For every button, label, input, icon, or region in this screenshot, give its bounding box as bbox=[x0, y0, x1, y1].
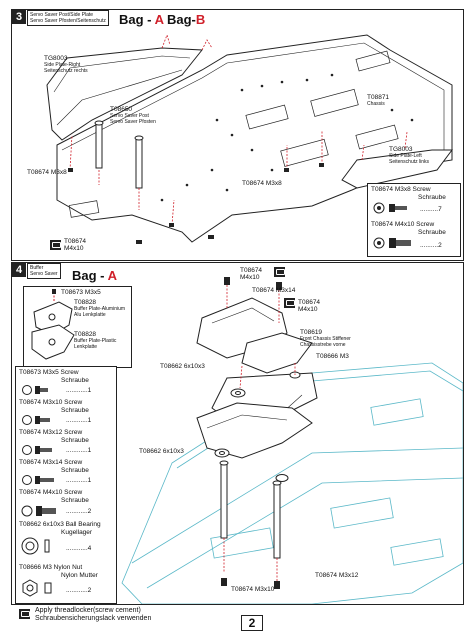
screw-m4x10-icon bbox=[373, 237, 411, 249]
part-name: T08674 M3x12 Screw bbox=[19, 429, 83, 436]
label-t08828-plastic: T08828 Buffer Plate-Plastic Lenkplatte bbox=[74, 331, 117, 350]
page-number: 2 bbox=[241, 615, 263, 631]
nylon-nut-icon bbox=[22, 579, 52, 597]
label-t08619: T08619 Front Chassis Stiffener Chassisst… bbox=[300, 329, 351, 348]
label-t08828-aluminium: T08828 Buffer Plate-Aluminium Alu Lenkpl… bbox=[74, 299, 126, 318]
part-name: T08674 M4x10 Screw bbox=[371, 221, 435, 228]
part-qty: ..........7 bbox=[420, 206, 442, 213]
step-3-parts-box: T08674 M3x8 Screw Schraube ..........7 T… bbox=[367, 183, 461, 257]
screw-icon bbox=[22, 475, 54, 485]
step-4-parts-box: T08673 M3x5 Screw Schraube ............1… bbox=[15, 366, 117, 604]
screw-icon bbox=[22, 415, 50, 425]
label-screw-m3x5: T08673 M3x5 bbox=[61, 289, 101, 296]
bag-a-label: Bag - A bbox=[72, 268, 118, 283]
part-name: T08674 M3x14 Screw bbox=[19, 459, 83, 466]
screw-m3x8-icon bbox=[373, 202, 407, 214]
label-tg8003-left: TG8003 Side Plate-Left Seitenschutz link… bbox=[389, 146, 430, 165]
step-subtitle: Servo Saver Post/Side Plate Servo Saver … bbox=[27, 10, 109, 26]
part-name: T08674 M3x10 Screw bbox=[19, 399, 83, 406]
threadlock-icon bbox=[19, 609, 30, 619]
bag-b-label: Bag-B bbox=[167, 12, 206, 27]
screw-icon bbox=[21, 505, 56, 517]
label-nut-m3: T08666 M3 bbox=[316, 353, 349, 360]
subtitle-en: Buffer bbox=[30, 265, 44, 271]
part-name: T08666 M3 Nylon Nut bbox=[19, 564, 83, 571]
step-3-panel: 3 Servo Saver Post/Side Plate Servo Save… bbox=[11, 9, 464, 261]
part-name-de: Kugellager bbox=[61, 529, 93, 536]
part-qty: ............1 bbox=[66, 387, 92, 394]
part-qty: ............1 bbox=[66, 417, 92, 424]
step-subtitle: Buffer Servo Saver bbox=[27, 263, 61, 279]
label-screw-m3x14: T08674 M3x14 bbox=[252, 287, 296, 294]
part-qty: ............2 bbox=[66, 587, 92, 594]
threadlock-icon bbox=[274, 267, 285, 277]
note-en: Apply threadlocker(screw cement) bbox=[35, 607, 141, 614]
label-t08871: T08871 Chassis bbox=[367, 94, 390, 107]
label-screw-m3x10: T08674 M3x10 bbox=[231, 586, 275, 593]
part-name-de: Schraube bbox=[61, 497, 89, 504]
subtitle-de: Servo Saver bbox=[30, 271, 58, 277]
footer: Apply threadlocker(screw cement) Schraub… bbox=[11, 605, 462, 633]
label-t08650: T08650 Servo Saver Post Servo Saver Pfos… bbox=[110, 106, 156, 125]
label-screw-m3x8-mid: T08674 M3x8 bbox=[242, 180, 282, 187]
step-number: 3 bbox=[12, 10, 26, 24]
part-name-de: Schraube bbox=[418, 194, 446, 201]
part-name: T08674 M4x10 Screw bbox=[19, 489, 83, 496]
threadlock-note: Apply threadlocker(screw cement) Schraub… bbox=[35, 607, 151, 623]
part-qty: ............1 bbox=[66, 477, 92, 484]
note-de: Schraubensicherungslack verwenden bbox=[35, 615, 152, 622]
part-name-de: Schraube bbox=[61, 377, 89, 384]
part-qty: ............2 bbox=[66, 508, 92, 515]
screw-icon bbox=[22, 445, 52, 455]
bag-a-label: Bag - A bbox=[119, 12, 165, 27]
part-qty: ............4 bbox=[66, 545, 92, 552]
part-qty: ............1 bbox=[66, 447, 92, 454]
subtitle-en: Servo Saver Post/Side Plate bbox=[30, 12, 94, 18]
part-name: T08662 6x10x3 Ball Bearing bbox=[19, 521, 101, 528]
ball-bearing-icon bbox=[21, 537, 50, 555]
threadlock-icon bbox=[284, 298, 295, 308]
step-4-panel: 4 Buffer Servo Saver Bag - A bbox=[11, 262, 464, 605]
step-3-illustration bbox=[46, 33, 453, 244]
subtitle-de: Servo Saver Pfosten/Seitenschutz bbox=[30, 18, 106, 24]
label-bearing-mid: T08662 6x10x3 bbox=[139, 448, 184, 455]
threadlock-icon bbox=[50, 240, 61, 250]
buffer-plate-illustration bbox=[31, 289, 75, 360]
label-bearing-top: T08662 6x10x3 bbox=[160, 363, 205, 370]
label-screw-m3x8-left: T08674 M3x8 bbox=[27, 169, 67, 176]
step-4-illustration bbox=[121, 277, 463, 604]
label-screw-m3x12: T08674 M3x12 bbox=[315, 572, 359, 579]
part-name-de: Schraube bbox=[418, 229, 446, 236]
label-tg8003-right: TG8003 Side Plate-Right Seitenschutz rec… bbox=[44, 55, 88, 74]
part-name-de: Schraube bbox=[61, 467, 89, 474]
step-number: 4 bbox=[12, 263, 26, 277]
part-name: T08673 M3x5 Screw bbox=[19, 369, 79, 376]
part-name-de: Schraube bbox=[61, 407, 89, 414]
screw-icon bbox=[22, 385, 48, 395]
part-qty: ..........2 bbox=[420, 242, 442, 249]
buffer-inset: T08673 M3x5 T08828 Buffer Plate-Aluminiu… bbox=[23, 286, 132, 368]
part-name-de: Nylon Mutter bbox=[61, 572, 98, 579]
part-name-de: Schraube bbox=[61, 437, 89, 444]
part-name: T08674 M3x8 Screw bbox=[371, 186, 431, 193]
